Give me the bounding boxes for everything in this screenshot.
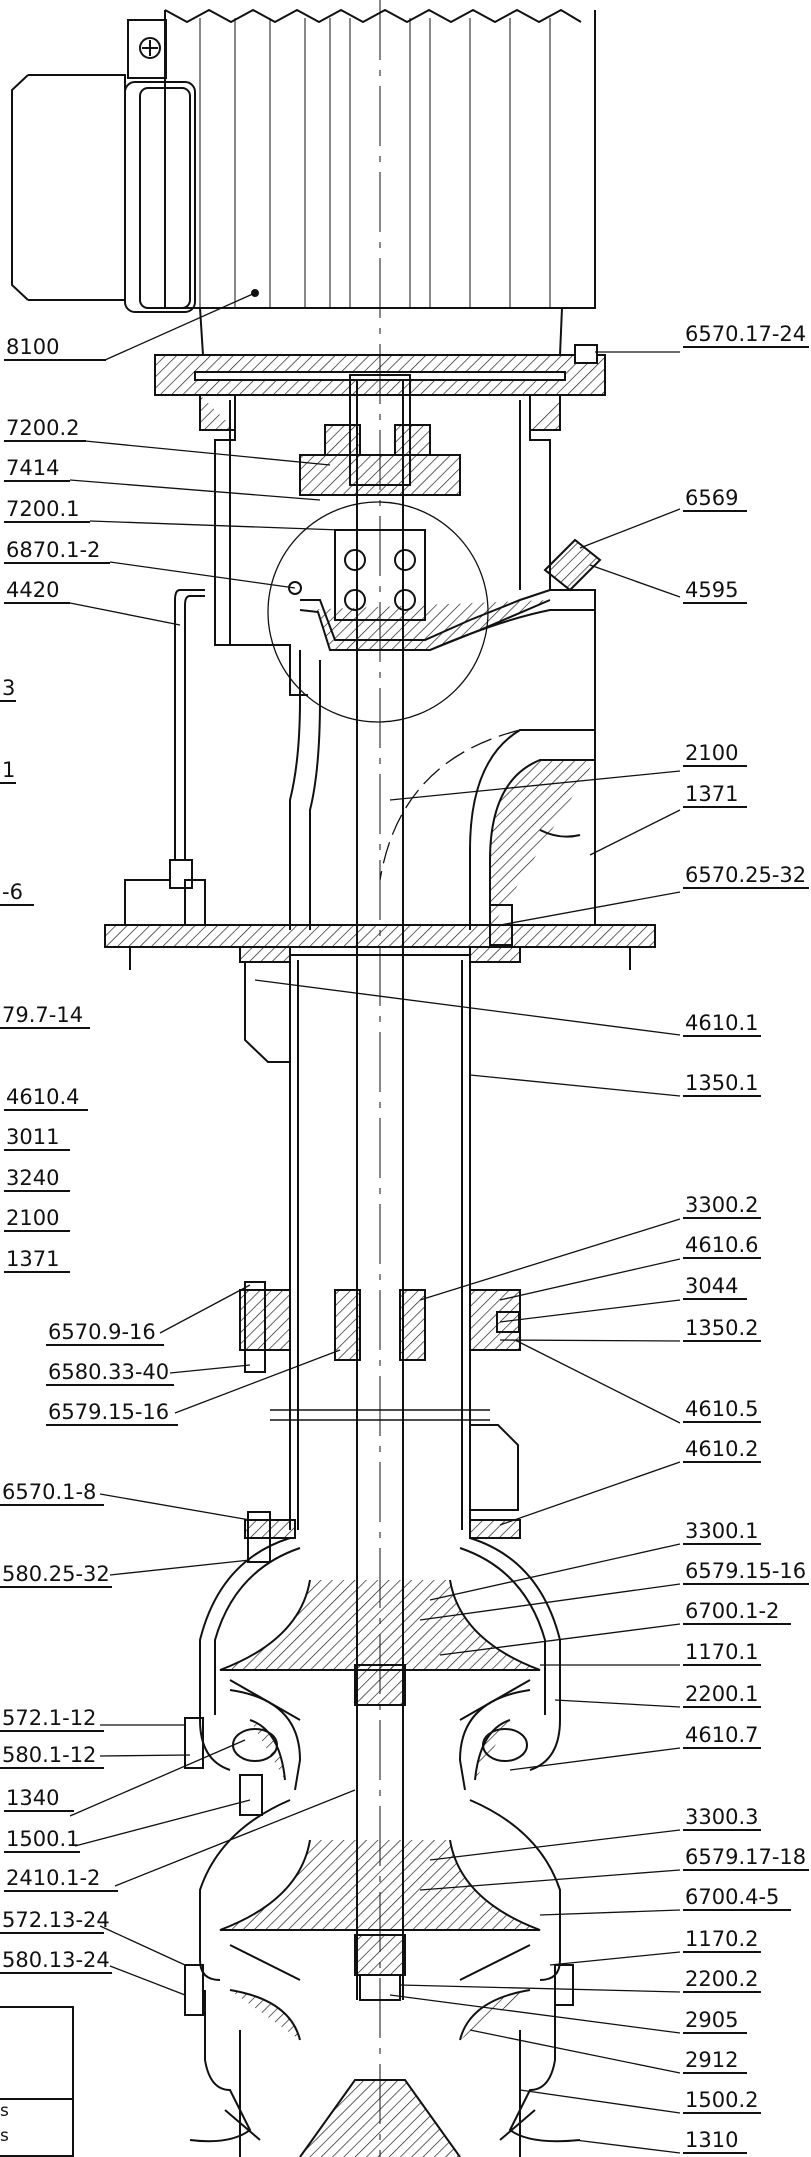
label-right-1310: 1310 [683, 2128, 747, 2154]
motor-body [11, 8, 596, 356]
left-leader-lines [69, 292, 356, 1996]
label-right-1500-2: 1500.2 [683, 2088, 761, 2114]
label-left-4420: 4420 [4, 578, 70, 604]
label-left-580-13-24: 580.13-24 [0, 1948, 112, 1974]
label-left-1371: 1371 [4, 1247, 70, 1273]
label-left-580-1-12: 580.1-12 [0, 1743, 104, 1769]
label-left-7200-2: 7200.2 [4, 416, 86, 442]
label-right-1170-2: 1170.2 [683, 1927, 761, 1953]
label-right-6570-17-24: 6570.17-24 [683, 322, 809, 348]
label-right-4610-7: 4610.7 [683, 1723, 761, 1749]
label-right-1350-2: 1350.2 [683, 1316, 761, 1342]
label-left-3011: 3011 [4, 1125, 70, 1151]
label-right-3300-2: 3300.2 [683, 1193, 761, 1219]
label-right-4610-1: 4610.1 [683, 1011, 761, 1037]
label-left-580-25-32: 580.25-32 [0, 1562, 112, 1588]
label-left-3: 3 [0, 676, 16, 702]
label-right-2100: 2100 [683, 741, 747, 767]
column-pipe [239, 0, 521, 2157]
pump-stage-2 [184, 1799, 581, 2157]
bearing-housing [169, 395, 602, 910]
label-right-3300-3: 3300.3 [683, 1805, 761, 1831]
label-left-2100: 2100 [4, 1206, 70, 1232]
title-block-line2: s [0, 2126, 9, 2146]
label-left-572-13-24: 572.13-24 [0, 1908, 110, 1934]
label-right-2200-2: 2200.2 [683, 1967, 761, 1993]
label-left-572-1-12: 572.1-12 [0, 1706, 104, 1732]
label-right-6570-25-32: 6570.25-32 [683, 863, 809, 889]
label-right-2905: 2905 [683, 2008, 747, 2034]
label-right-6579-15-16: 6579.15-16 [683, 1559, 809, 1585]
label-right-1350-1: 1350.1 [683, 1071, 761, 1097]
label-left-3240: 3240 [4, 1166, 70, 1192]
label-right-4610-6: 4610.6 [683, 1233, 761, 1259]
label-left-6579-15-16: 6579.15-16 [46, 1400, 178, 1426]
label-right-4610-2: 4610.2 [683, 1437, 761, 1463]
label-right-2912: 2912 [683, 2048, 747, 2074]
label-left-6: -6 [0, 880, 34, 906]
label-right-6569: 6569 [683, 486, 747, 512]
label-left-8100: 8100 [4, 335, 106, 361]
right-leader-lines [254, 351, 681, 2154]
label-left-6580-33-40: 6580.33-40 [46, 1360, 174, 1386]
label-left-4610-4: 4610.4 [4, 1085, 88, 1111]
label-left-7414: 7414 [4, 456, 70, 482]
title-block: s s [0, 2006, 74, 2157]
title-block-divider [0, 2098, 72, 2100]
label-right-1170-1: 1170.1 [683, 1640, 761, 1666]
label-left-6570-1-8: 6570.1-8 [0, 1480, 104, 1506]
label-right-3044: 3044 [683, 1274, 747, 1300]
label-left-1: 1 [0, 758, 16, 784]
label-right-4610-5: 4610.5 [683, 1397, 761, 1423]
label-left-2410-1-2: 2410.1-2 [4, 1866, 118, 1892]
label-right-4595: 4595 [683, 578, 747, 604]
label-left-1500-1: 1500.1 [4, 1827, 80, 1853]
pump-stage-1 [184, 1511, 561, 1816]
label-right-6700-4-5: 6700.4-5 [683, 1885, 791, 1911]
label-left-6570-9-16: 6570.9-16 [46, 1320, 164, 1346]
label-right-2200-1: 2200.1 [683, 1682, 761, 1708]
label-left-79-7-14: 79.7-14 [0, 1003, 90, 1029]
label-left-1340: 1340 [4, 1786, 74, 1812]
label-left-7200-1: 7200.1 [4, 497, 90, 523]
label-left-6870: 6870.1-2 [4, 538, 110, 564]
title-block-line1: s [0, 2101, 9, 2121]
label-right-1371: 1371 [683, 782, 747, 808]
discharge-bend [104, 609, 656, 970]
label-right-3300-1: 3300.1 [683, 1519, 761, 1545]
label-right-6700-1-2: 6700.1-2 [683, 1599, 791, 1625]
label-right-6579-17-18: 6579.17-18 [683, 1845, 809, 1871]
